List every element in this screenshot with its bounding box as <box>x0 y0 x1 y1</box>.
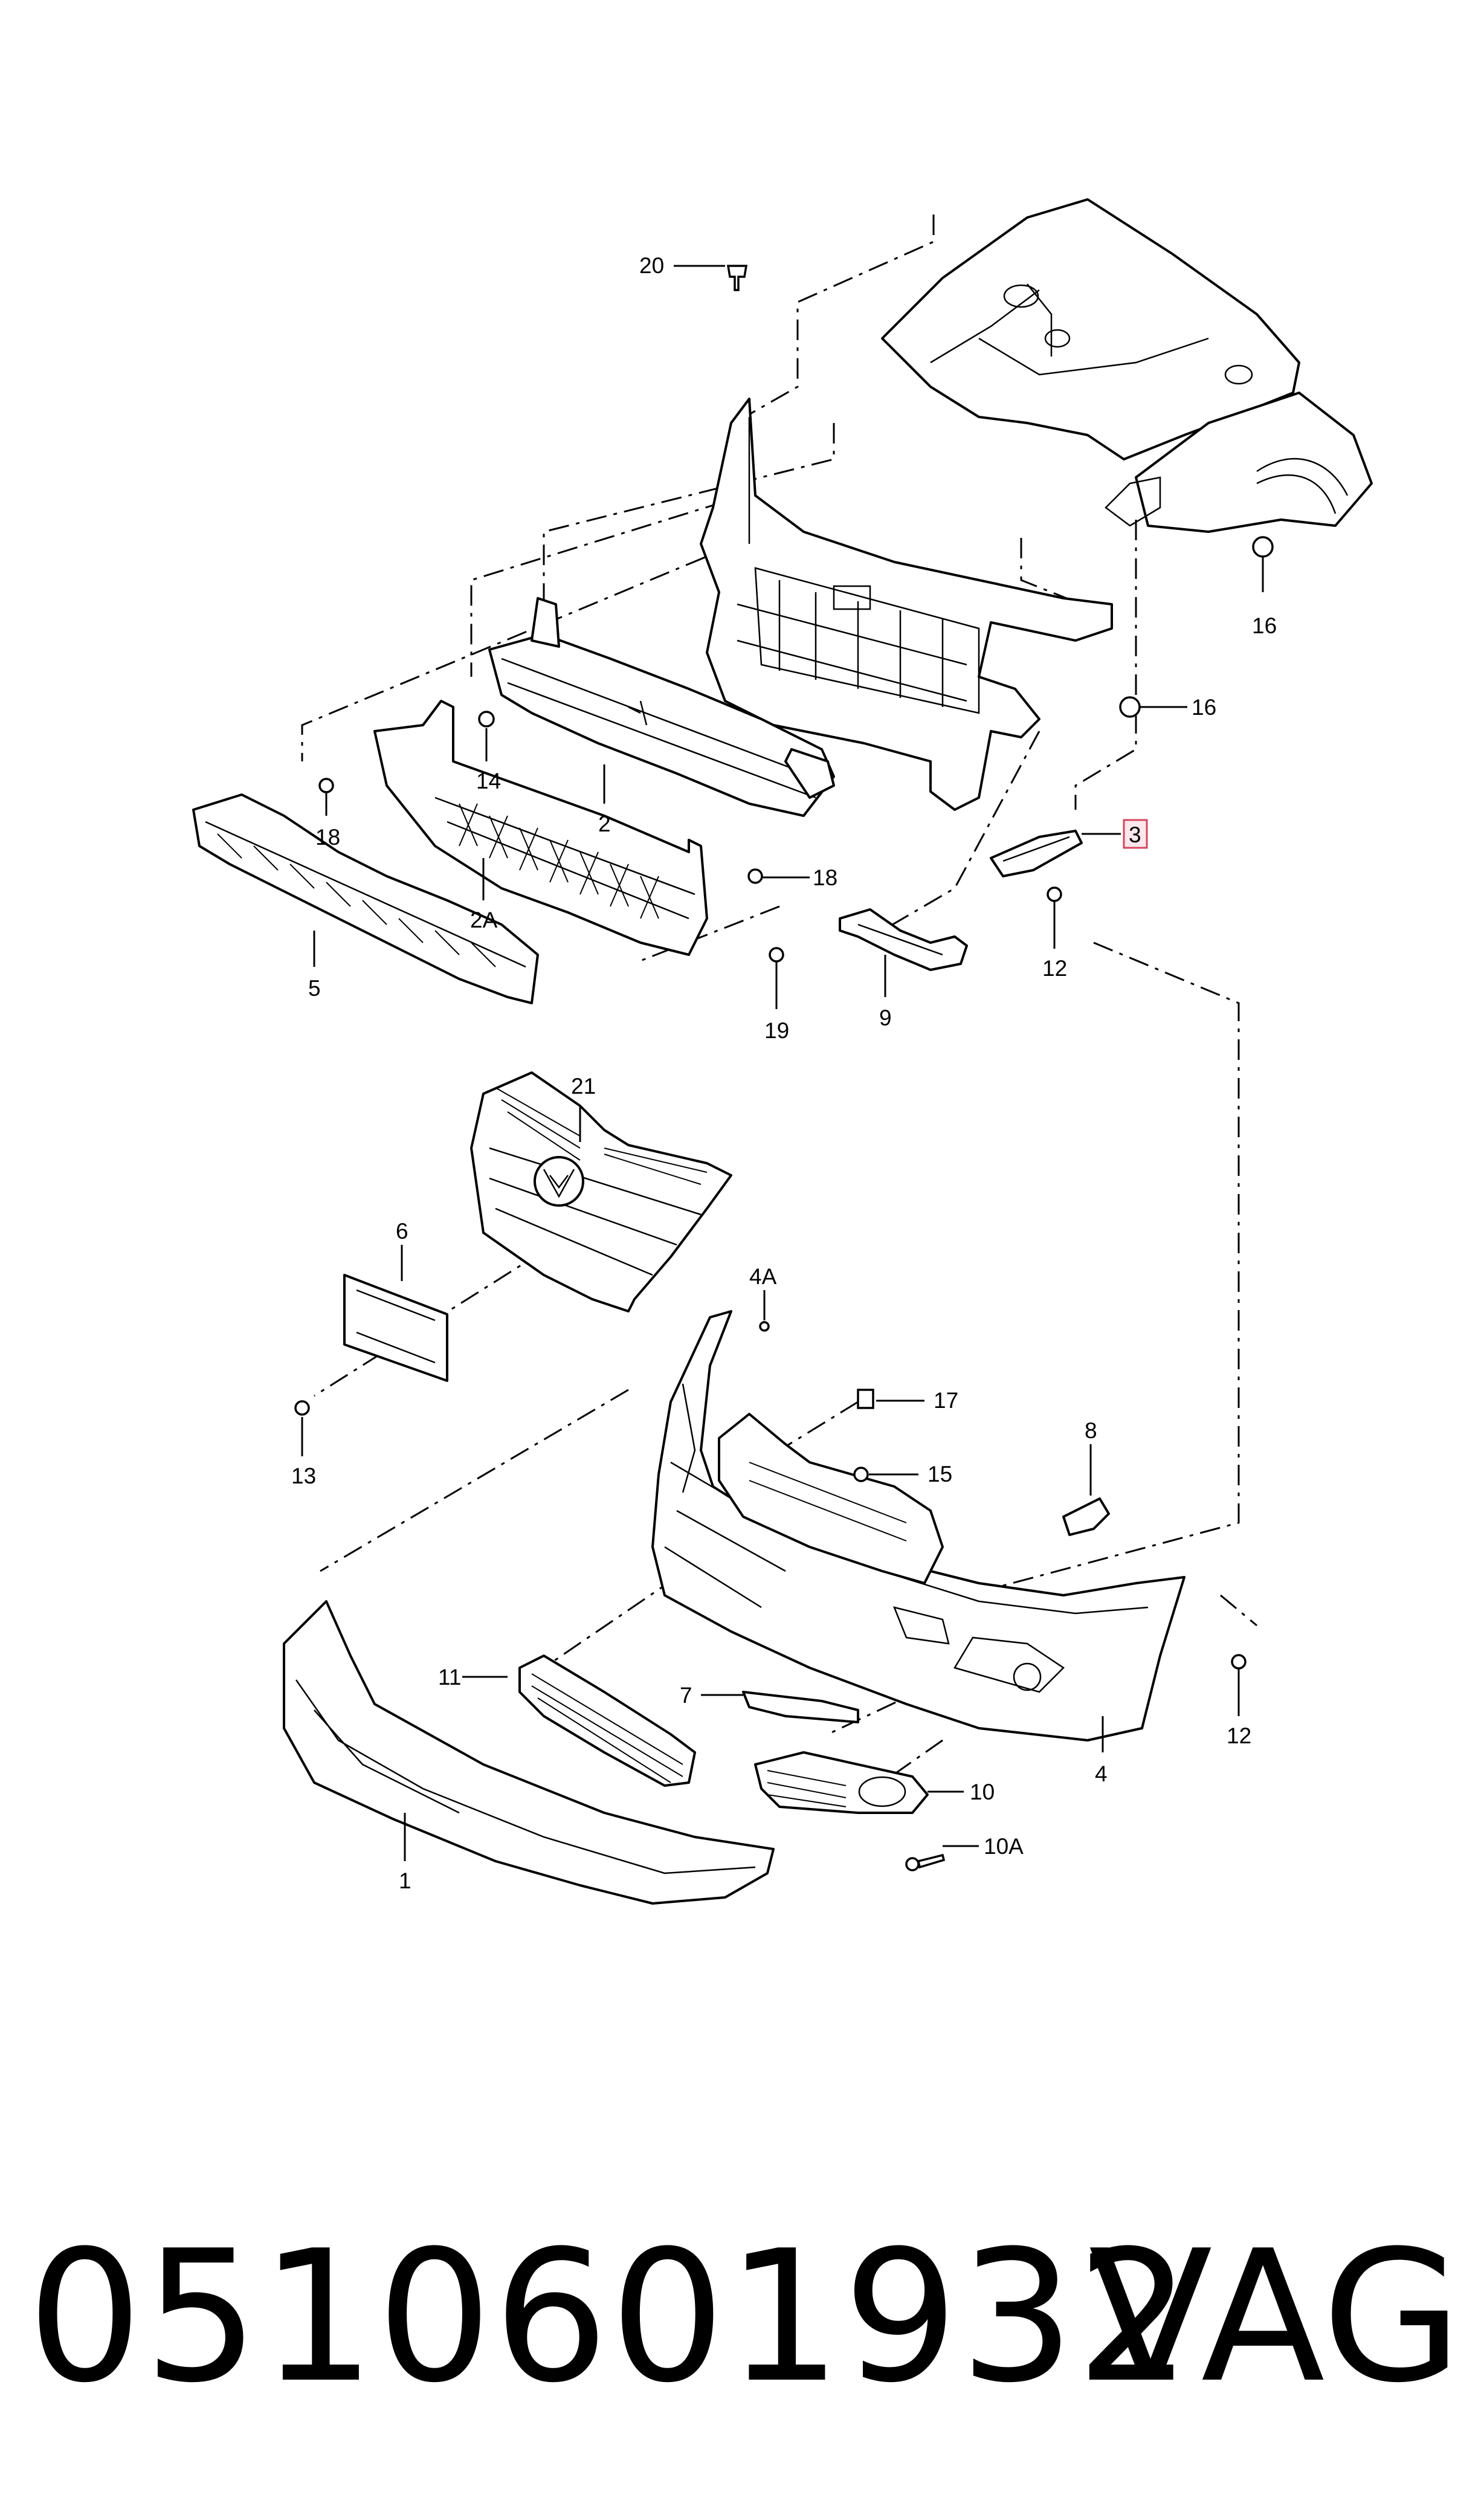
car-body-front-structure <box>881 198 1373 533</box>
callout-6: 6 <box>396 1219 408 1244</box>
fasteners <box>294 265 1274 1871</box>
part-6-license-plate-holder <box>343 1274 448 1382</box>
callout-18-center: 18 <box>813 865 837 890</box>
callout-10: 10 <box>970 1780 995 1804</box>
callout-3: 3 <box>1129 822 1141 847</box>
callout-20: 20 <box>639 253 664 278</box>
lock-carrier-front-panel <box>700 398 1113 811</box>
part-21-radiator-grille <box>470 1071 732 1312</box>
part-10-fog-light-grille <box>754 1751 929 1814</box>
part-5-energy-absorber <box>192 793 539 1004</box>
callout-10a: 10A <box>984 1834 1024 1859</box>
callout-15: 15 <box>928 1462 952 1487</box>
callout-4: 4 <box>1095 1761 1108 1786</box>
callout-labels: 20 16 16 14 2 18 2A 5 3 18 12 19 9 21 6 … <box>291 253 1277 1893</box>
callout-3-highlight-box <box>1123 819 1148 849</box>
callout-12-top: 12 <box>1042 956 1067 981</box>
part-2a-absorber-carrier <box>373 700 708 956</box>
callout-7: 7 <box>680 1683 692 1708</box>
callout-8: 8 <box>1085 1418 1097 1443</box>
callout-4a: 4A <box>749 1264 777 1289</box>
callout-18-left: 18 <box>315 825 340 850</box>
part-number: 0510601932 <box>27 2212 1193 2423</box>
part-4-bumper-cover <box>651 1310 1186 1742</box>
callout-13: 13 <box>291 1464 316 1488</box>
callout-21: 21 <box>571 1074 596 1099</box>
callout-2: 2 <box>598 812 611 836</box>
callout-11: 11 <box>438 1665 461 1690</box>
brand-label: VAG <box>1088 2212 1462 2423</box>
callout-9: 9 <box>879 1006 892 1030</box>
leader-lines <box>301 265 1264 1861</box>
part-1-front-spoiler <box>283 1600 775 1905</box>
part-9-guide-bracket <box>839 908 968 971</box>
part-11-lower-center-grille <box>518 1654 696 1787</box>
part-2-bumper-impact-beam <box>488 597 835 817</box>
callout-14: 14 <box>476 769 501 793</box>
callout-16-top: 16 <box>1252 613 1277 638</box>
callout-1: 1 <box>399 1868 411 1893</box>
callout-16-right: 16 <box>1192 695 1216 720</box>
callout-5: 5 <box>308 976 321 1001</box>
part-7-trim-strip <box>742 1691 859 1723</box>
part-3-bracket <box>990 830 1083 877</box>
part-8-tow-eye-cap <box>1062 1497 1110 1536</box>
callout-17: 17 <box>934 1388 958 1413</box>
callout-2a: 2A <box>470 908 498 932</box>
callout-12-bottom: 12 <box>1227 1723 1251 1748</box>
callout-19: 19 <box>764 1018 789 1043</box>
